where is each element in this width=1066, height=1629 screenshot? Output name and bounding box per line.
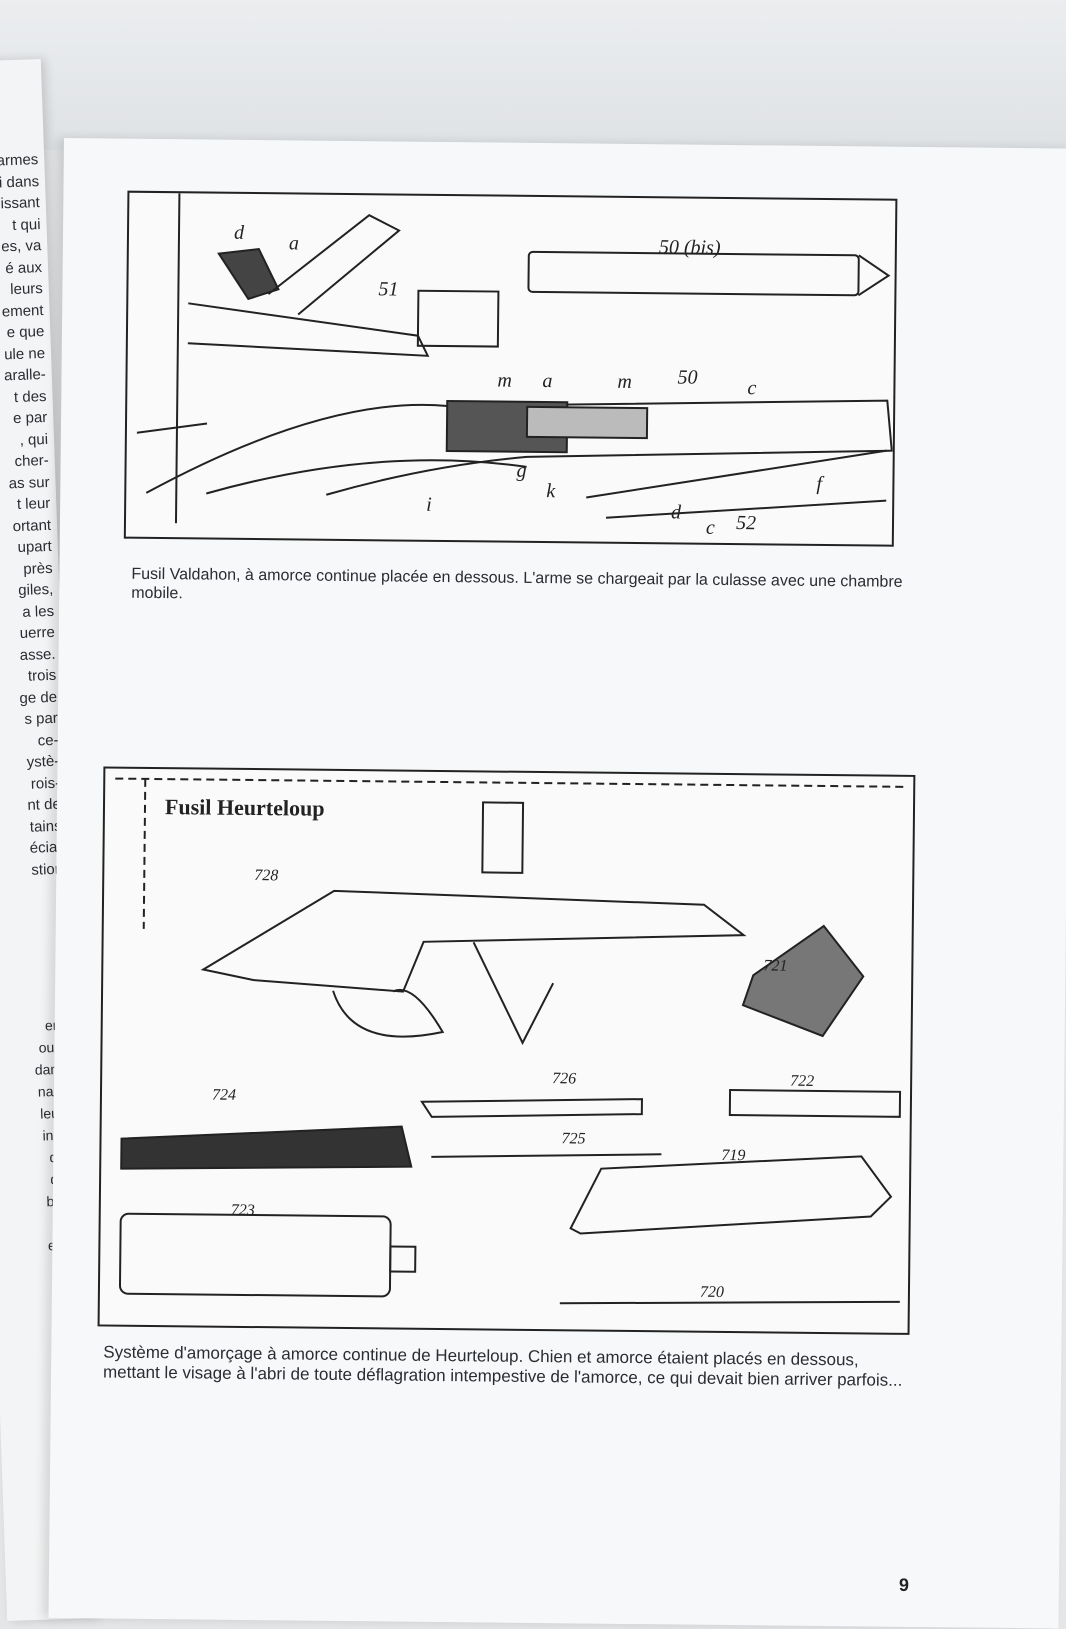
background	[0, 0, 1066, 150]
left-page-line: s par	[24, 709, 59, 728]
left-page-line: en	[44, 1016, 61, 1034]
figure-label: i	[426, 494, 432, 516]
left-page-line: ement	[1, 301, 44, 320]
figure-label: g	[516, 460, 526, 482]
left-page-line: t qui	[11, 215, 41, 234]
figure-label: 51	[378, 278, 398, 300]
left-page-line: t leur	[16, 494, 51, 514]
figure-label: 725	[561, 1130, 585, 1147]
left-page-line: ge de	[19, 688, 58, 707]
page-number: 9	[898, 1574, 910, 1595]
left-page-line: es, va	[0, 237, 42, 256]
left-page-line: ce-	[37, 731, 59, 749]
figure2-title: Fusil Heurteloup	[165, 794, 325, 821]
figure-label: 720	[700, 1284, 724, 1301]
left-page-line: issant	[0, 194, 41, 213]
left-page-line: aralle-	[3, 365, 47, 385]
left-page-line: t des	[13, 387, 47, 406]
figure-label: f	[816, 473, 824, 495]
left-page-line: a les	[22, 602, 55, 621]
left-page-line: leurs	[9, 280, 44, 299]
valdahon-drawing: 50 (bis) 51 50 52 d a m a m c i gk f d c	[136, 193, 893, 539]
figure-label: c	[747, 377, 756, 399]
figure-label: a	[542, 370, 552, 392]
left-page-line: armes	[0, 151, 39, 170]
figure-label: 721	[763, 957, 787, 974]
figure-label: 52	[736, 512, 756, 534]
left-page-line: as sur	[8, 473, 50, 492]
left-page-line: , qui	[19, 430, 49, 449]
figure-label: 50	[677, 366, 697, 388]
left-page-line: stion	[31, 860, 64, 879]
left-page-line: écia-	[29, 838, 63, 857]
figure-label: 50 (bis)	[659, 236, 721, 259]
figure2-caption: Système d'amorçage à amorce continue de …	[102, 1342, 903, 1390]
left-page-line: rois-	[30, 774, 61, 793]
figure-label: c	[706, 517, 715, 539]
left-page-line: ortant	[12, 516, 52, 535]
left-page-line: cher-	[14, 451, 50, 471]
figure-label: 724	[212, 1087, 236, 1104]
figure-label: 722	[790, 1073, 814, 1090]
left-page-line: trois	[27, 666, 57, 685]
figure-label: 723	[231, 1202, 255, 1219]
left-page-line: upart	[17, 537, 53, 557]
left-page-line: e que	[6, 322, 45, 342]
left-page-line: é aux	[5, 258, 43, 277]
left-page-line: nt de	[27, 795, 62, 814]
left-page-line: près	[23, 559, 53, 578]
left-page-line: uerre	[19, 623, 56, 643]
figure-label: d	[671, 501, 682, 523]
figure-label: m	[497, 370, 512, 392]
heurteloup-drawing: Fusil Heurteloup 728 721 726 722 724 725 719 72…	[115, 777, 906, 1305]
figure1-caption: Fusil Valdahon, à amorce continue placée…	[131, 565, 903, 603]
left-page-line: ystè-	[26, 752, 60, 771]
left-page-line: i dans	[0, 172, 40, 191]
figure-label: k	[546, 480, 556, 502]
left-page-line: tains	[29, 817, 62, 836]
figure-label: 726	[552, 1070, 576, 1087]
left-page-line: asse.	[19, 645, 56, 664]
figure-label: m	[617, 371, 632, 393]
left-page-text-top: armes i dans issant t qui es, va é aux leurs em…	[0, 149, 63, 882]
left-page-line: ous	[38, 1038, 62, 1056]
left-page-line: e par	[12, 408, 48, 428]
figure-label: a	[289, 232, 299, 254]
left-page-line: ule ne	[3, 344, 46, 363]
figure-label: d	[234, 222, 245, 244]
figure-label: 728	[254, 867, 278, 884]
left-page-line: giles,	[17, 580, 54, 600]
figure-heurteloup-rifle: Fusil Heurteloup 728 721 726 722 724 725 719 72…	[97, 766, 916, 1335]
figure-label: 719	[721, 1147, 745, 1164]
